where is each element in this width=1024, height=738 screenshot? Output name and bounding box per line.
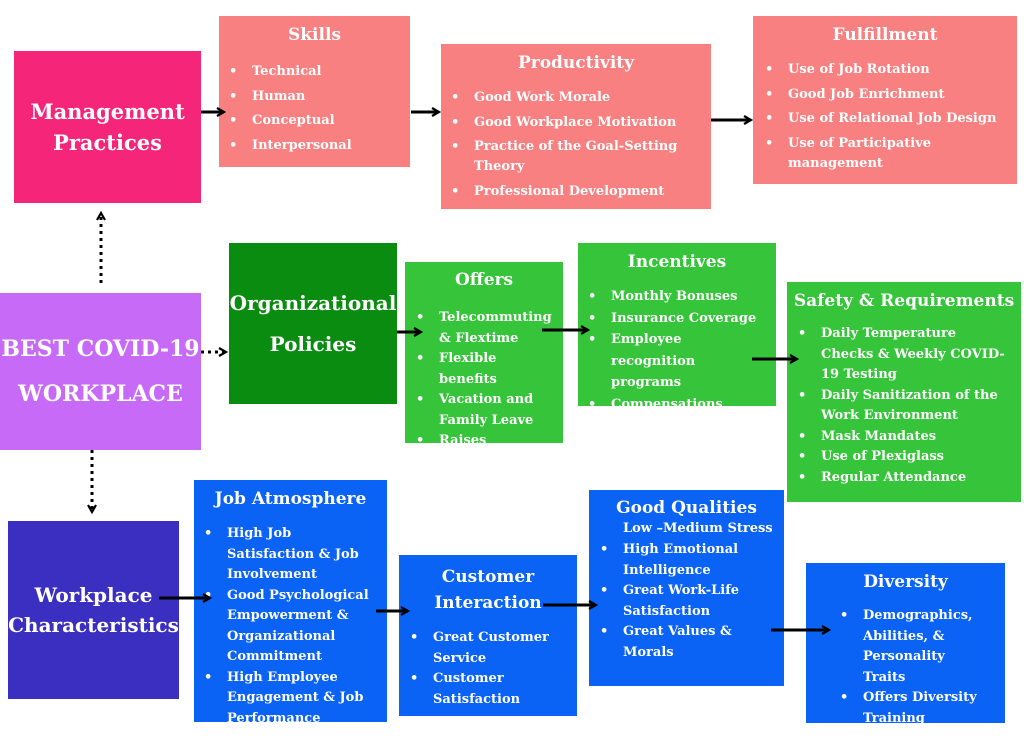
list-item: Flexible benefits xyxy=(416,349,557,390)
list-item: Good Work Morale xyxy=(451,88,681,108)
management-practices-line1: Management xyxy=(30,99,185,124)
list-item: Conceptual xyxy=(229,109,410,134)
list-item: Use of Plexiglass xyxy=(798,447,1007,468)
root-line2: WORKPLACE xyxy=(18,380,183,407)
list-item: Human xyxy=(229,85,410,110)
job-atmosphere-title: Job Atmosphere xyxy=(214,489,367,509)
safety-requirements-box: Safety & Requirements Daily Temperature … xyxy=(787,282,1021,502)
workplace-characteristics-line2: Characteristics xyxy=(8,613,179,637)
list-item: Mask Mandates xyxy=(798,427,1007,448)
list-item: Great Work-Life Satisfaction xyxy=(600,581,766,622)
productivity-list: Good Work Morale Good Workplace Motivati… xyxy=(441,88,711,202)
list-item: Offers Diversity Training xyxy=(840,688,991,729)
workplace-characteristics-box: Workplace Characteristics xyxy=(8,521,179,699)
list-item: Daily Temperature Checks & Weekly COVID-… xyxy=(798,324,1007,386)
incentives-title: Incentives xyxy=(627,252,727,272)
list-item: Professional Development xyxy=(451,182,681,202)
diversity-list: Demographics, Abilities, & Personality T… xyxy=(806,606,1005,729)
list-item: Daily Sanitization of the Work Environme… xyxy=(798,386,1007,427)
fulfillment-title: Fulfillment xyxy=(832,25,938,45)
skills-title: Skills xyxy=(287,25,341,45)
list-item: Raises xyxy=(416,431,557,452)
offers-box: Offers Telecommuting & Flextime Flexible… xyxy=(405,262,563,451)
safety-title: Safety & Requirements xyxy=(793,291,1015,311)
offers-title: Offers xyxy=(454,270,514,290)
customer-list: Great Customer Service Customer Satisfac… xyxy=(399,628,577,710)
productivity-title: Productivity xyxy=(517,53,635,73)
list-item: Telecommuting & Flextime xyxy=(416,308,557,349)
good-qualities-title: Good Qualities xyxy=(616,498,757,518)
diversity-box: Diversity Demographics, Abilities, & Per… xyxy=(806,563,1005,726)
customer-title-line2: Interaction xyxy=(434,593,542,613)
job-atmosphere-box: Job Atmosphere High Job Satisfaction & J… xyxy=(194,480,387,726)
list-item: Technical xyxy=(229,60,410,85)
incentives-list: Monthly Bonuses Insurance Coverage Emplo… xyxy=(578,286,776,415)
list-item: Good Workplace Motivation xyxy=(451,113,681,133)
safety-list: Daily Temperature Checks & Weekly COVID-… xyxy=(787,324,1021,488)
customer-title-line1: Customer xyxy=(441,567,535,587)
skills-box: Skills Technical Human Conceptual Interp… xyxy=(219,16,410,167)
offers-list: Telecommuting & Flextime Flexible benefi… xyxy=(405,308,563,452)
organizational-policies-line1: Organizational xyxy=(229,290,397,315)
list-item: Good Psychological Empowerment & Organiz… xyxy=(204,586,379,668)
productivity-box: Productivity Good Work Morale Good Workp… xyxy=(441,44,711,209)
list-item: Interpersonal xyxy=(229,134,410,159)
list-item: Compensations xyxy=(588,394,768,416)
list-item: Use of Participative management xyxy=(765,134,997,174)
incentives-box: Incentives Monthly Bonuses Insurance Cov… xyxy=(578,243,776,415)
good-qualities-box: Good Qualities Low –Medium Stress High E… xyxy=(589,490,784,686)
fulfillment-box: Fulfillment Use of Job Rotation Good Job… xyxy=(753,16,1017,184)
list-item: Regular Attendance xyxy=(798,468,1007,489)
organizational-policies-line2: Policies xyxy=(269,331,357,356)
customer-interaction-box: Customer Interaction Great Customer Serv… xyxy=(399,555,577,716)
list-item: Monthly Bonuses xyxy=(588,286,768,308)
list-item: Insurance Coverage xyxy=(588,308,768,330)
root-line1: BEST COVID-19 xyxy=(1,335,200,362)
diversity-title: Diversity xyxy=(863,572,948,592)
list-item: Great Customer Service xyxy=(410,628,567,669)
list-item: Demographics, Abilities, & Personality T… xyxy=(840,606,991,688)
list-item: Good Job Enrichment xyxy=(765,85,997,105)
list-item: Vacation and Family Leave xyxy=(416,390,557,431)
management-practices-box: Management Practices xyxy=(14,51,201,203)
list-item: Use of Job Rotation xyxy=(765,60,997,80)
workplace-characteristics-line1: Workplace xyxy=(34,583,153,607)
good-qualities-list: High Emotional Intelligence Great Work-L… xyxy=(589,540,784,663)
management-practices-line2: Practices xyxy=(53,130,162,155)
list-item: High Job Satisfaction & Job Involvement xyxy=(204,524,379,586)
list-item: Customer Satisfaction xyxy=(410,669,567,710)
good-qualities-subtitle: Low –Medium Stress xyxy=(623,521,773,536)
list-item: Employee recognition programs xyxy=(588,329,768,394)
list-item: Practice of the Goal-Setting Theory xyxy=(451,137,681,177)
skills-list: Technical Human Conceptual Interpersonal xyxy=(219,60,410,158)
list-item: High Employee Engagement & Job Performan… xyxy=(204,668,379,730)
best-covid-workplace-box: BEST COVID-19 WORKPLACE xyxy=(0,293,201,450)
organizational-policies-box: Organizational Policies xyxy=(229,243,397,404)
list-item: High Emotional Intelligence xyxy=(600,540,766,581)
list-item: Use of Relational Job Design xyxy=(765,109,997,129)
job-atmosphere-list: High Job Satisfaction & Job Involvement … xyxy=(194,524,387,729)
list-item: Great Values & Morals xyxy=(600,622,766,663)
fulfillment-list: Use of Job Rotation Good Job Enrichment … xyxy=(753,60,1017,174)
